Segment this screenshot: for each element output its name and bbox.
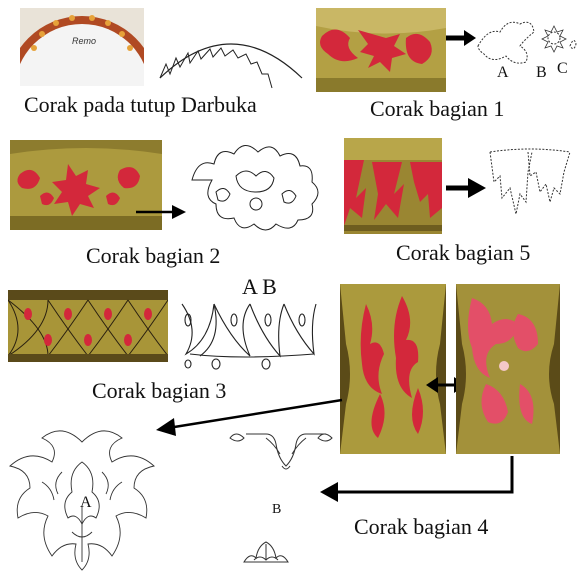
bagian5-sketch bbox=[488, 142, 572, 232]
caption-bagian2: Corak bagian 2 bbox=[86, 243, 220, 269]
bagian5-photo bbox=[344, 138, 442, 234]
bagian1-label-c: C bbox=[557, 60, 568, 78]
caption-tutup: Corak pada tutup Darbuka bbox=[24, 92, 257, 118]
bagian3-photo bbox=[8, 290, 168, 362]
bagian3-sketch bbox=[180, 300, 318, 372]
darbuka-head-photo: Remo bbox=[20, 8, 144, 86]
bagian3-label-ab: A B bbox=[242, 274, 277, 300]
bagian4-photo-right bbox=[456, 284, 560, 454]
drum-brand-logo: Remo bbox=[72, 36, 96, 46]
caption-bagian1: Corak bagian 1 bbox=[370, 96, 504, 122]
bagian1-label-a: A bbox=[497, 64, 509, 82]
arrow-bagian2 bbox=[136, 202, 186, 222]
bagian2-sketch bbox=[186, 140, 336, 240]
arrow-bagian5 bbox=[446, 176, 486, 200]
caption-bagian5: Corak bagian 5 bbox=[396, 240, 530, 266]
caption-bagian4: Corak bagian 4 bbox=[354, 514, 488, 540]
tutup-pattern-sketch bbox=[156, 20, 306, 90]
arrow-to-ornament-b bbox=[320, 456, 520, 506]
ornament-a-label: A bbox=[80, 494, 92, 512]
ornament-b-label: B bbox=[272, 502, 281, 518]
bagian1-label-b: B bbox=[536, 64, 547, 82]
bagian1-photo bbox=[316, 8, 446, 92]
ornament-b-top-sketch bbox=[226, 426, 336, 476]
arrow-bagian1 bbox=[446, 28, 476, 48]
ornament-b-bottom-sketch bbox=[240, 536, 290, 566]
bagian4-photo-left bbox=[340, 284, 446, 454]
